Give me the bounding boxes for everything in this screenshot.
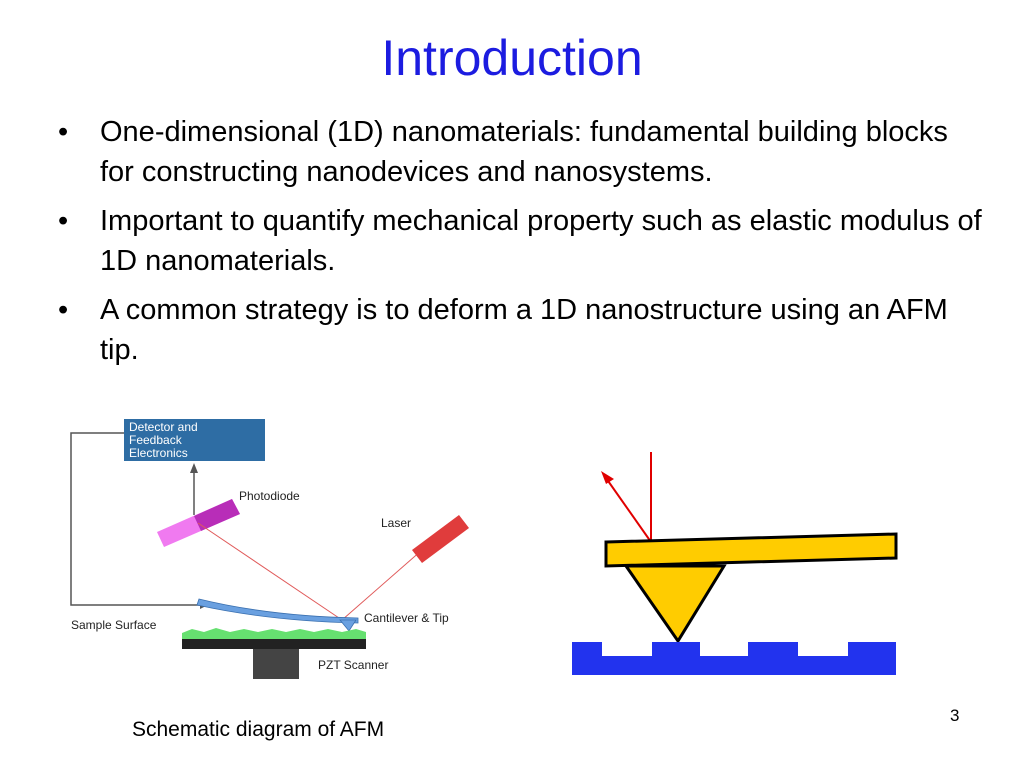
tip-cantilever [604,532,898,568]
afm-tip [623,564,727,644]
detector-label-line2: Feedback [129,433,183,447]
detector-arrowhead [190,463,198,473]
sample-grating [572,642,896,675]
figure-caption: Schematic diagram of AFM [132,718,385,741]
photodiode-label: Photodiode [239,489,300,503]
tip-laser-arrowhead [601,471,614,484]
bullet-list: • One-dimensional (1D) nanomaterials: fu… [58,112,988,379]
afm-schematic: Detector and Feedback Electronics Photod… [70,419,469,679]
bullet-marker: • [58,116,69,148]
detector-box [124,419,265,461]
feedback-line [70,432,200,606]
bullet-item: • One-dimensional (1D) nanomaterials: fu… [58,112,988,192]
bullet-item: • A common strategy is to deform a 1D na… [58,290,988,370]
tip-closeup-diagram [572,452,898,675]
detector-label-line3: Electronics [129,446,188,460]
sample-surface [182,628,366,639]
cantilever-label: Cantilever & Tip [364,611,449,625]
photodiode-active-half [194,499,240,531]
cantilever [196,598,359,624]
laser-beam-incident [341,549,423,621]
bullet-text: One-dimensional (1D) nanomaterials: fund… [100,116,948,188]
slide-title: Introduction [381,30,643,86]
sample-stage [182,639,366,649]
laser-beam-reflected [197,522,343,621]
bullet-marker: • [58,294,69,326]
scanner-label: PZT Scanner [318,658,388,672]
sample-label: Sample Surface [71,618,157,632]
cantilever-tip [339,619,357,632]
laser-label: Laser [381,516,411,530]
bullet-text: Important to quantify mechanical propert… [100,205,982,277]
bullet-item: • Important to quantify mechanical prope… [58,201,988,281]
laser-source [412,515,469,563]
detector-label-line1: Detector and [129,420,198,434]
bullet-marker: • [58,205,69,237]
tip-laser-reflected [605,477,652,543]
slide-number: 3 [950,706,960,725]
pzt-scanner [253,649,299,679]
bullet-text: A common strategy is to deform a 1D nano… [100,294,948,366]
